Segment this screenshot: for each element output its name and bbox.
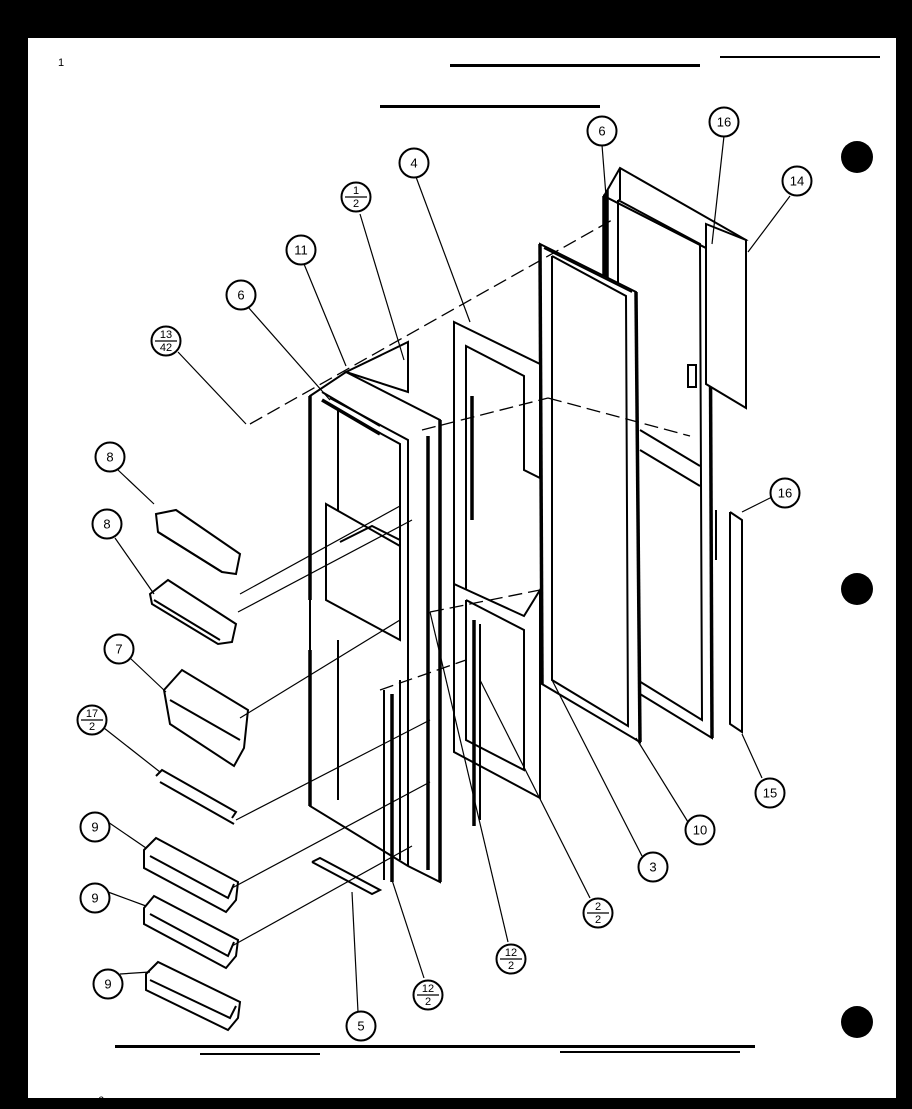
- callout-c9a: 9: [79, 811, 111, 843]
- door-gasket-frame: [538, 242, 642, 744]
- bin-7: [162, 668, 250, 768]
- callout-c5: 5: [345, 1010, 377, 1042]
- callout-label-bottom: 2: [508, 960, 514, 972]
- callout-label: 11: [294, 243, 308, 258]
- callout-label-bottom: 42: [160, 342, 172, 354]
- callout-c12a: 12: [340, 181, 372, 213]
- breaker-frame: [453, 320, 541, 826]
- callout-label: 9: [91, 820, 98, 835]
- callout-label: 16: [778, 486, 792, 501]
- callout-c6b: 6: [225, 279, 257, 311]
- callout-label-bottom: 2: [353, 198, 359, 210]
- callout-c16a: 16: [708, 106, 740, 138]
- corner-mark-top: 1: [58, 57, 64, 69]
- callout-label-top: 1: [353, 185, 359, 197]
- bin-9-lower: [145, 960, 242, 1032]
- bin-9-middle: [143, 894, 240, 970]
- callout-c9b: 9: [79, 882, 111, 914]
- callout-label-top: 12: [505, 947, 517, 959]
- callout-label-bottom: 2: [425, 996, 431, 1008]
- callout-c6a: 6: [586, 115, 618, 147]
- callout-label: 3: [649, 860, 656, 875]
- callout-c16b: 16: [769, 477, 801, 509]
- callout-c8b: 8: [91, 508, 123, 540]
- callout-c122b: 122: [412, 979, 444, 1011]
- callout-label: 15: [763, 786, 777, 801]
- callout-label-top: 17: [86, 708, 98, 720]
- alignment-lines: [249, 219, 691, 691]
- strip-5: [311, 856, 383, 896]
- callout-label: 4: [410, 156, 417, 171]
- binder-hole-top: [841, 141, 873, 173]
- callout-leaders: [103, 135, 791, 1013]
- callout-label-top: 13: [160, 329, 172, 341]
- bin-9-upper: [143, 836, 240, 914]
- callout-label: 16: [717, 115, 731, 130]
- callout-c14: 14: [781, 165, 813, 197]
- callout-label: 9: [91, 891, 98, 906]
- callout-label: 10: [693, 823, 707, 838]
- callout-label-bottom: 2: [595, 914, 601, 926]
- scan-noise: [115, 56, 880, 1055]
- door-liner: [308, 340, 442, 884]
- callout-c11: 11: [285, 234, 317, 266]
- callout-c122a: 122: [495, 943, 527, 975]
- callout-c17: 172: [76, 704, 108, 736]
- panel-14: [705, 222, 747, 410]
- callout-c22: 22: [582, 897, 614, 929]
- binder-hole-middle: [841, 573, 873, 605]
- bar-17: [155, 768, 238, 825]
- callout-label-bottom: 2: [89, 721, 95, 733]
- callout-c7: 7: [103, 633, 135, 665]
- callout-label: 8: [103, 517, 110, 532]
- callout-label: 6: [237, 288, 244, 303]
- binder-hole-bottom: [841, 1006, 873, 1038]
- corner-mark-bottom: 6: [98, 1095, 104, 1107]
- callout-label: 9: [104, 977, 111, 992]
- callout-label: 14: [790, 174, 804, 189]
- callout-label: 8: [106, 450, 113, 465]
- callout-c4: 4: [398, 147, 430, 179]
- callout-c9c: 9: [92, 968, 124, 1000]
- assembly-lines: [231, 505, 431, 947]
- callout-c15: 15: [754, 777, 786, 809]
- bin-8-upper: [154, 508, 242, 576]
- callout-label-top: 2: [595, 901, 601, 913]
- callout-c10: 10: [684, 814, 716, 846]
- bin-8-lower: [148, 578, 238, 646]
- callout-label: 7: [115, 642, 122, 657]
- callout-label: 6: [598, 124, 605, 139]
- strip-16-lower: [715, 510, 743, 734]
- callout-label: 5: [357, 1019, 364, 1034]
- callout-label-top: 12: [422, 983, 434, 995]
- callout-c3: 3: [637, 851, 669, 883]
- callout-c8a: 8: [94, 441, 126, 473]
